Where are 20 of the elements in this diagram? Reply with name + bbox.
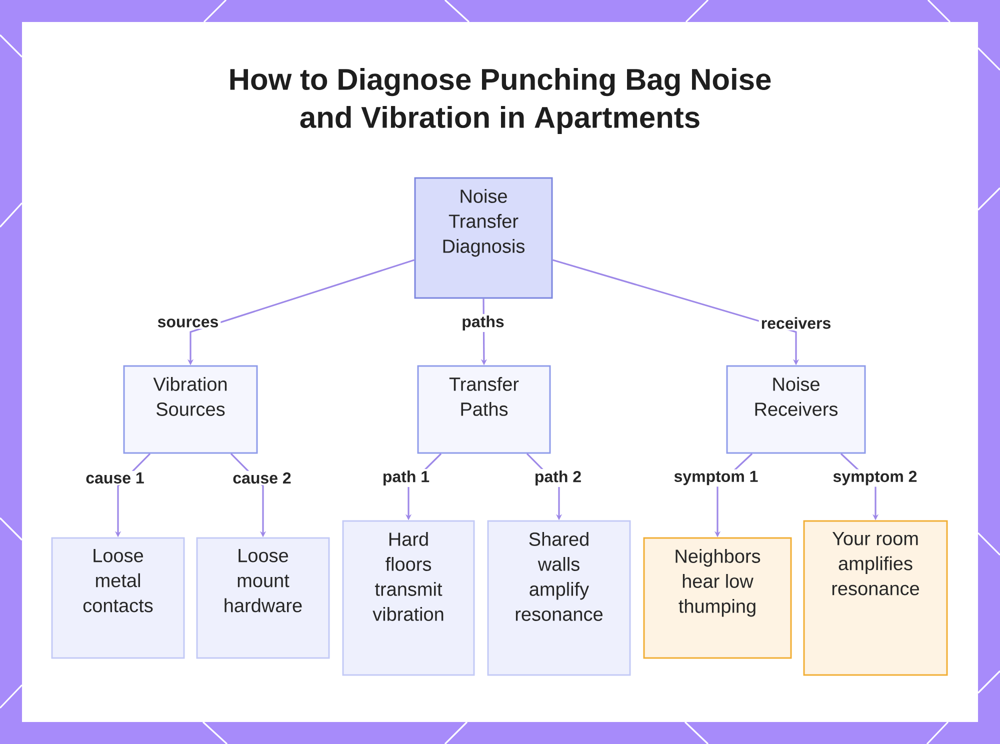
category-box: Vibration Sources (123, 365, 258, 454)
edge-label: cause 1 (84, 470, 146, 486)
edge-label: sources (155, 317, 221, 329)
cause-box: Loose metal contacts (51, 537, 185, 659)
path-box: Hard floors transmit vibration (342, 520, 475, 676)
symptom-box: Neighbors hear low thumping (643, 537, 792, 659)
edge-label: paths (460, 314, 506, 332)
path-box: Shared walls amplify resonance (487, 520, 631, 676)
symptom-box: Your room amplifies resonance (803, 520, 948, 676)
edge-label: receivers (758, 316, 834, 330)
cause-box: Loose mount hardware (196, 537, 330, 659)
edge-label: cause 2 (230, 470, 294, 486)
edge-label: path 2 (532, 469, 584, 487)
edge-label: symptom 2 (830, 469, 920, 487)
title: How to Diagnose Punching Bag Noise and Vibration in Apartments (230, 68, 771, 134)
category-box: Transfer Paths (417, 365, 551, 454)
root-box: Noise Transfer Diagnosis (414, 177, 553, 299)
category-box: Noise Receivers (726, 365, 866, 454)
edge-label: symptom 1 (672, 469, 760, 487)
edge-label: path 1 (380, 469, 432, 487)
